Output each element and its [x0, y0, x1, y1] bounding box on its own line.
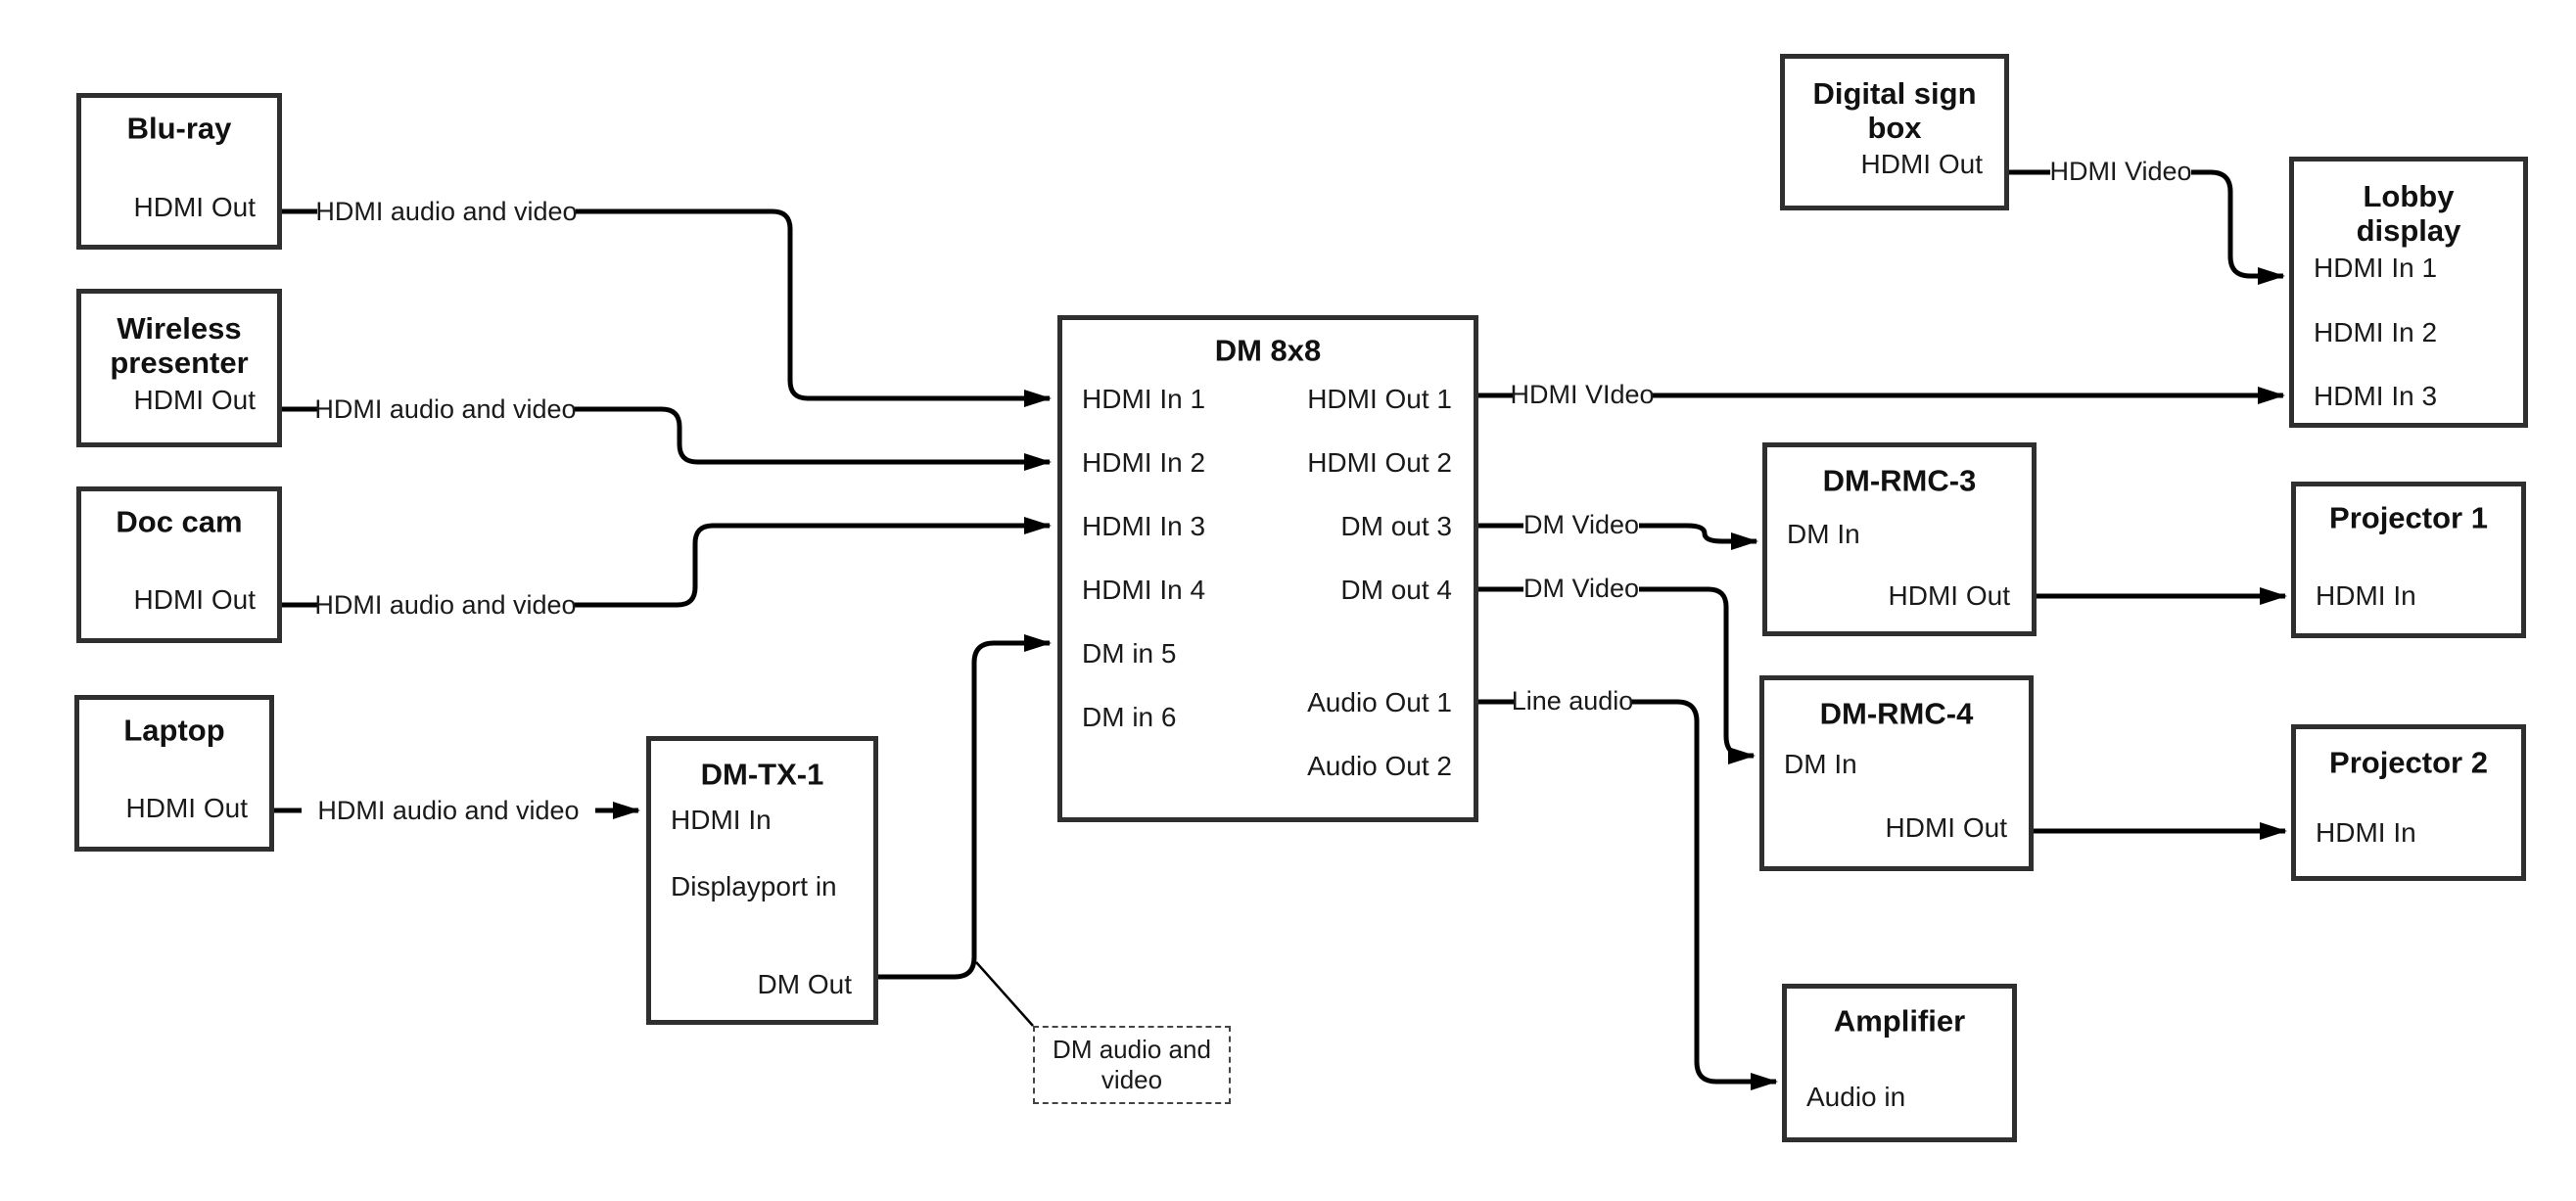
node-laptop: Laptop HDMI Out: [74, 695, 274, 852]
node-title: Doc cam: [116, 504, 243, 539]
wire-wireless-to-dm8x8: [574, 406, 1052, 471]
port-hdmi-out-1: HDMI Out 1: [1307, 384, 1452, 414]
node-title: Digital sign box: [1812, 76, 1977, 145]
node-title: DM-RMC-3: [1822, 463, 1977, 498]
port-hdmi-in-2: HDMI In 2: [1082, 447, 1206, 478]
port-audio-out-1: Audio Out 1: [1307, 687, 1452, 717]
node-dm-rmc-4: DM-RMC-4 DM In HDMI Out: [1759, 675, 2034, 871]
port-hdmi-out: HDMI Out: [133, 192, 256, 222]
port-dm-out: DM Out: [757, 969, 852, 999]
wire-dmout3-to-rmc3: [1639, 523, 1758, 550]
callout-leader-line: [975, 961, 1034, 1027]
port-audio-out-2: Audio Out 2: [1307, 751, 1452, 781]
port-hdmi-out: HDMI Out: [1885, 812, 2007, 843]
node-amplifier: Amplifier Audio in: [1782, 984, 2017, 1142]
wire-label-dmout3: DM Video: [1523, 510, 1639, 539]
port-hdmi-in-3: HDMI In 3: [2314, 381, 2438, 411]
node-title: Amplifier: [1833, 1003, 1966, 1039]
node-dm-8x8: DM 8x8 HDMI In 1 HDMI In 2 HDMI In 3 HDM…: [1057, 315, 1478, 822]
port-dm-out-3: DM out 3: [1340, 511, 1452, 541]
wire-label-doccam: HDMI audio and video: [314, 590, 576, 620]
port-dm-in-6: DM in 6: [1082, 702, 1177, 732]
port-hdmi-in: HDMI In: [2316, 580, 2416, 611]
node-doc-cam: Doc cam HDMI Out: [76, 486, 282, 643]
port-hdmi-in: HDMI In: [2316, 817, 2416, 848]
wire-label-digitalsign: HDMI Video: [2049, 157, 2191, 186]
node-lobby-display: Lobby display HDMI In 1 HDMI In 2 HDMI I…: [2289, 157, 2528, 428]
port-hdmi-out: HDMI Out: [125, 793, 248, 823]
node-title: Wireless presenter: [110, 311, 249, 380]
port-hdmi-in-4: HDMI In 4: [1082, 575, 1206, 605]
node-title: Projector 1: [2329, 500, 2488, 535]
port-hdmi-out: HDMI Out: [133, 584, 256, 615]
callout-dm-audio-video: DM audio and video: [1033, 1026, 1231, 1104]
port-hdmi-out: HDMI Out: [1860, 149, 1983, 179]
wire-digitalsign-to-lobby: [2191, 169, 2285, 285]
wire-dmout4-to-rmc4: [1639, 586, 1756, 764]
node-digital-sign-box: Digital sign box HDMI Out: [1780, 54, 2009, 210]
port-hdmi-in-1: HDMI In 1: [1082, 384, 1206, 414]
wire-label-bluray: HDMI audio and video: [315, 197, 577, 226]
wire-doccam-to-dm8x8: [574, 517, 1052, 608]
port-hdmi-in: HDMI In: [671, 805, 772, 835]
node-title: Blu-ray: [126, 111, 232, 146]
port-hdmi-out: HDMI Out: [1888, 580, 2010, 611]
port-displayport-in: Displayport in: [671, 871, 837, 901]
wire-dmtx1-to-dm8x8: [878, 634, 1052, 980]
node-title: Projector 2: [2329, 745, 2488, 780]
port-dm-in: DM In: [1784, 749, 1857, 779]
port-dm-out-4: DM out 4: [1340, 575, 1452, 605]
port-hdmi-in-1: HDMI In 1: [2314, 253, 2438, 283]
port-audio-in: Audio in: [1806, 1082, 1906, 1112]
node-projector-1: Projector 1 HDMI In: [2291, 482, 2526, 638]
port-hdmi-out-2: HDMI Out 2: [1307, 447, 1452, 478]
node-title: Lobby display: [2356, 179, 2461, 248]
node-dm-rmc-3: DM-RMC-3 DM In HDMI Out: [1762, 442, 2037, 636]
wire-audioout1-to-amplifier: [1631, 699, 1778, 1090]
node-title: Laptop: [123, 713, 225, 748]
node-title: DM 8x8: [1214, 333, 1322, 368]
wire-label-audioout1: Line audio: [1512, 686, 1634, 716]
port-hdmi-in-3: HDMI In 3: [1082, 511, 1206, 541]
wire-label-hdmiout1: HDMI VIdeo: [1510, 380, 1654, 409]
port-dm-in: DM In: [1787, 519, 1860, 549]
wire-label-dmout4: DM Video: [1523, 574, 1639, 603]
port-hdmi-in-2: HDMI In 2: [2314, 317, 2438, 347]
wire-label-wireless: HDMI audio and video: [314, 394, 576, 424]
node-blu-ray: Blu-ray HDMI Out: [76, 93, 282, 250]
port-dm-in-5: DM in 5: [1082, 638, 1177, 669]
port-hdmi-out: HDMI Out: [133, 385, 256, 415]
callout-text: DM audio and video: [1053, 1035, 1211, 1094]
node-dm-tx-1: DM-TX-1 HDMI In Displayport in DM Out: [646, 736, 878, 1025]
node-title: DM-RMC-4: [1819, 696, 1974, 731]
node-projector-2: Projector 2 HDMI In: [2291, 724, 2526, 881]
node-wireless-presenter: Wireless presenter HDMI Out: [76, 289, 282, 447]
wire-label-laptop: HDMI audio and video: [317, 796, 579, 825]
wire-bluray-to-dm8x8: [576, 208, 1052, 407]
node-title: DM-TX-1: [700, 757, 824, 792]
